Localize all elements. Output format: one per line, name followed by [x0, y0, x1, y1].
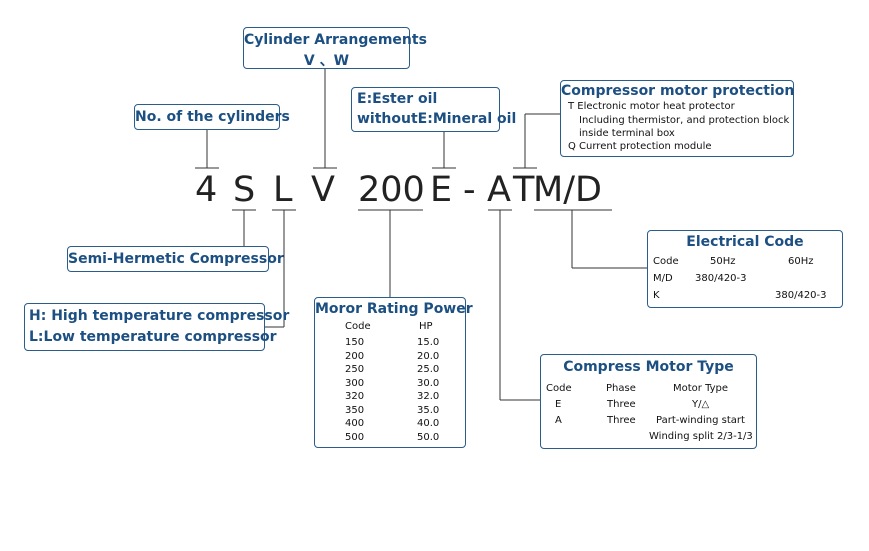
code-arrangement: V — [311, 170, 335, 210]
motor-type-row-a-phase: Three — [607, 415, 636, 426]
code-cylinders: 4 — [195, 170, 218, 210]
oil-box: E:Ester oil withoutE:Mineral oil — [351, 87, 516, 132]
oil-ester: E:Ester oil — [357, 91, 438, 107]
motor-rating-code-cell: 350 — [345, 404, 365, 416]
motor-rating-header-code: Code — [345, 321, 371, 332]
electrical-row-k-60hz: 380/420-3 — [775, 290, 827, 301]
motor-rating-header-hp: HP — [419, 321, 433, 332]
motor-rating-code-cell: 200 — [345, 350, 365, 362]
motor-rating-hp-cell: 20.0 — [417, 350, 440, 362]
motor-protection-box: Compressor motor protection T Electronic… — [560, 80, 794, 157]
temperature-low: L:Low temperature compressor — [29, 329, 277, 345]
code-dash: - — [463, 170, 476, 210]
motor-type-row-e-type: Y/△ — [692, 399, 710, 410]
temperature-high: H: High temperature compressor — [29, 308, 290, 324]
num-cylinders-title: No. of the cylinders — [135, 109, 290, 125]
motor-protection-line-3: inside terminal box — [579, 128, 675, 139]
electrical-row-md-50hz: 380/420-3 — [695, 273, 747, 284]
motor-rating-code-cell: 250 — [345, 364, 365, 375]
motor-type-row-a-type: Part-winding start — [656, 415, 745, 426]
code-electrical: M/D — [533, 170, 602, 210]
electrical-code-title: Electrical Code — [686, 234, 804, 250]
motor-rating-code-cell: 150 — [345, 337, 365, 348]
code-motor-type: A — [487, 170, 511, 210]
motor-rating-hp-cell: 50.0 — [417, 431, 440, 443]
cylinder-arrangements-title: Cylinder Arrangements — [244, 32, 427, 48]
motor-rating-box: Moror Rating Power Code HP 150 15.0 200 20.… — [314, 297, 473, 448]
semi-hermetic-title: Semi-Hermetic Compressor — [68, 251, 284, 267]
motor-rating-code-cell: 400 — [345, 418, 365, 429]
motor-rating-code-cell: 320 — [345, 391, 365, 402]
electrical-code-box: Electrical Code Code 50Hz 60Hz M/D 380/4… — [647, 230, 843, 308]
motor-type-row-e-phase: Three — [607, 399, 636, 410]
motor-rating-hp-cell: 35.0 — [417, 404, 440, 416]
cylinder-arrangements-value: V 、W — [303, 53, 350, 69]
motor-protection-line-4: Q Current protection module — [568, 141, 712, 152]
motor-type-box: Compress Motor Type Code Phase Motor Typ… — [540, 354, 757, 449]
motor-rating-code-cell: 300 — [345, 377, 365, 389]
motor-protection-line-2: Including thermistor, and protection blo… — [579, 115, 790, 126]
code-oil: E — [430, 170, 453, 210]
motor-type-title: Compress Motor Type — [563, 359, 734, 375]
motor-type-header-type: Motor Type — [673, 383, 729, 394]
code-semi-hermetic: S — [233, 170, 256, 210]
motor-type-row-a-code: A — [555, 415, 562, 426]
motor-type-header-phase: Phase — [606, 383, 636, 394]
motor-rating-hp-cell: 15.0 — [417, 337, 440, 348]
cylinder-arrangements-box: Cylinder Arrangements V 、W — [243, 27, 427, 69]
motor-rating-hp-cell: 30.0 — [417, 377, 440, 389]
code-protection: T — [513, 170, 535, 210]
motor-rating-hp-cell: 32.0 — [417, 391, 440, 402]
electrical-header-60hz: 60Hz — [788, 256, 814, 267]
code-temperature: L — [273, 170, 293, 210]
motor-protection-title: Compressor motor protection — [561, 83, 795, 99]
motor-type-header-code: Code — [546, 383, 572, 394]
motor-rating-title: Moror Rating Power — [315, 301, 473, 317]
num-cylinders-box: No. of the cylinders — [134, 104, 290, 130]
oil-mineral: withoutE:Mineral oil — [357, 111, 517, 127]
electrical-header-code: Code — [653, 256, 679, 267]
motor-rating-code-cell: 500 — [345, 431, 365, 443]
code-rating: 200 — [358, 170, 425, 210]
motor-protection-line-1: T Electronic motor heat protector — [568, 101, 735, 112]
motor-rating-hp-cell: 40.0 — [417, 418, 440, 429]
motor-type-row-split-type: Winding split 2/3-1/3 — [649, 431, 753, 442]
electrical-row-k-code: K — [653, 290, 660, 301]
motor-rating-hp-cell: 25.0 — [417, 364, 440, 375]
motor-type-row-e-code: E — [555, 399, 562, 410]
semi-hermetic-box: Semi-Hermetic Compressor — [67, 246, 284, 272]
temperature-box: H: High temperature compressor L:Low tem… — [24, 303, 289, 351]
electrical-header-50hz: 50Hz — [710, 256, 736, 267]
electrical-row-md-code: M/D — [653, 273, 673, 284]
